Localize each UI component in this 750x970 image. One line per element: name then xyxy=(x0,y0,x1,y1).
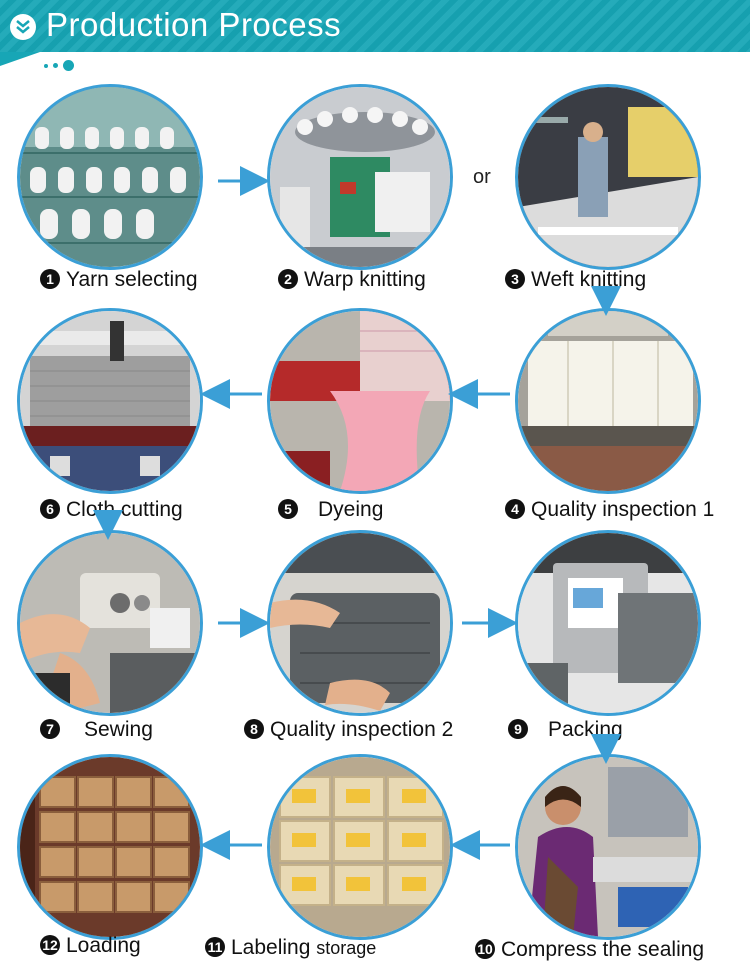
flow-arrows xyxy=(0,0,750,970)
